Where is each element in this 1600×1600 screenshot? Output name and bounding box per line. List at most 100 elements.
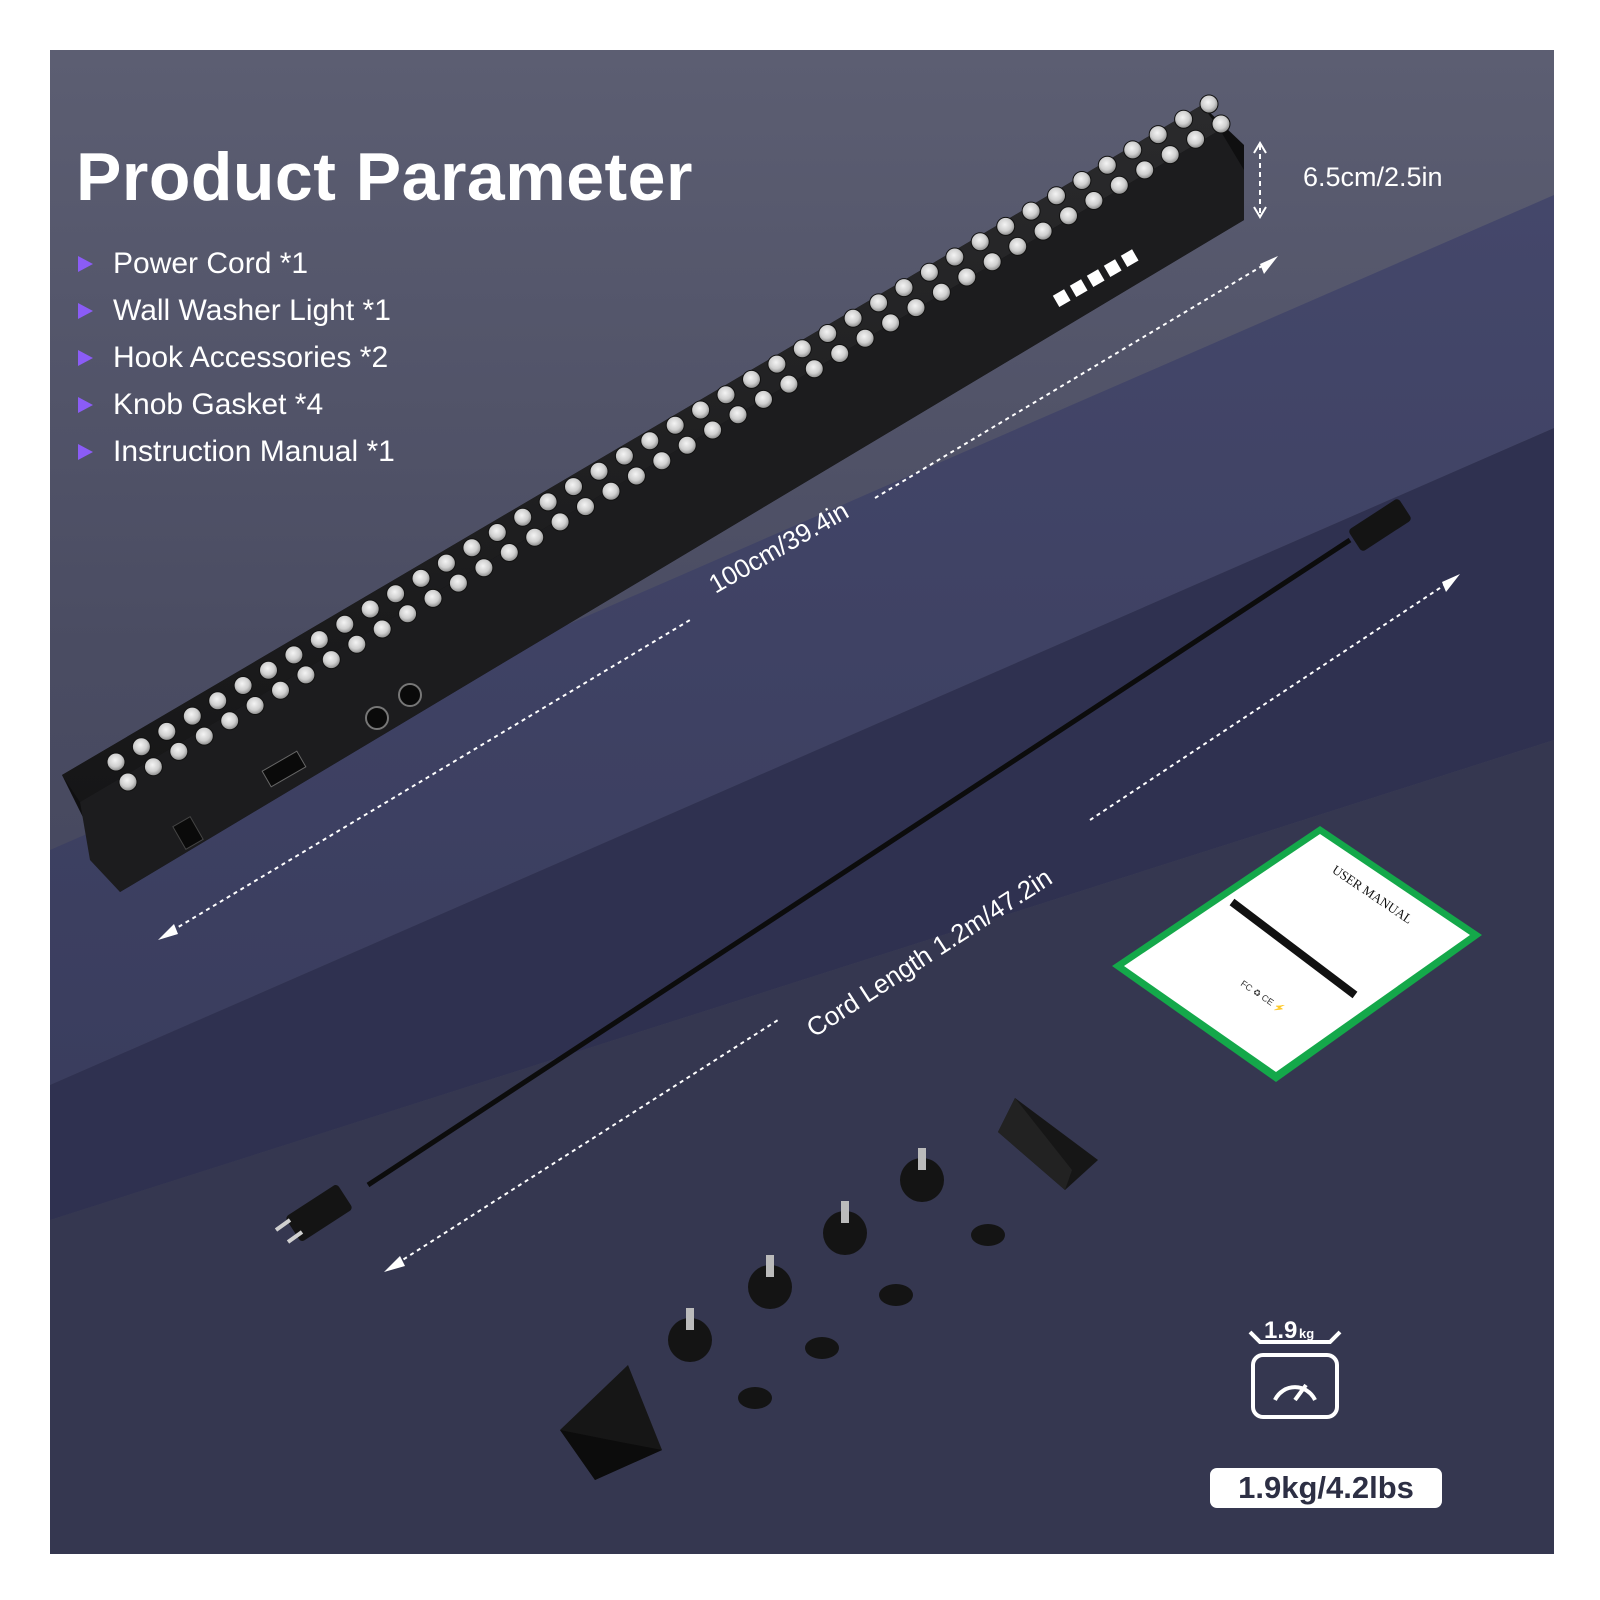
led-bead <box>271 680 290 700</box>
led-bead <box>360 599 380 619</box>
led-bead <box>1021 201 1041 221</box>
led-bead <box>919 262 939 282</box>
knob <box>668 1148 944 1362</box>
shelf-top <box>50 195 1554 1085</box>
list-item: Hook Accessories *2 <box>78 334 395 381</box>
led-bead <box>182 706 202 726</box>
led-bead <box>423 588 443 608</box>
bullet-triangle-icon <box>78 302 93 319</box>
bullet-triangle-icon <box>78 255 93 272</box>
cord-plug-iec <box>1349 499 1411 551</box>
led-bead <box>1084 191 1104 210</box>
cert-labels <box>1052 249 1139 308</box>
led-bead <box>118 772 138 792</box>
cord-plug-us <box>286 1185 352 1241</box>
led-bead <box>1072 171 1092 190</box>
length-dimension <box>158 256 1278 940</box>
led-bead <box>640 431 660 451</box>
product-scene: USER MANUAL FC ♻ CE ⚡ <box>50 94 1554 1554</box>
hook-bracket-right <box>998 1098 1098 1190</box>
led-bead <box>436 553 456 573</box>
led-bead <box>538 492 558 512</box>
led-bead <box>652 451 672 471</box>
list-item: Power Cord *1 <box>78 240 395 287</box>
item-label: Instruction Manual *1 <box>113 434 395 468</box>
led-bead <box>881 313 901 333</box>
hook-bracket-left <box>560 1365 662 1480</box>
led-bead <box>742 369 761 389</box>
weight-label: 1.9kg/4.2lbs <box>1210 1468 1442 1508</box>
led-bead <box>703 420 723 440</box>
led-bead <box>233 676 253 695</box>
led-bead <box>1199 94 1219 114</box>
led-bead <box>564 477 583 497</box>
scale-unit: kg <box>1299 1326 1314 1341</box>
shelf-front <box>50 428 1554 1220</box>
page-title: Product Parameter <box>76 139 693 215</box>
item-label: Knob Gasket *4 <box>113 387 324 421</box>
led-bead <box>462 538 482 558</box>
led-bead <box>1059 206 1078 226</box>
led-bead <box>131 737 151 757</box>
led-bead <box>691 400 711 420</box>
led-bead <box>869 293 889 313</box>
led-bead <box>411 568 431 588</box>
led-bead <box>448 573 468 593</box>
led-bead <box>550 512 570 532</box>
led-bead <box>970 232 990 252</box>
led-bead <box>398 604 418 624</box>
led-bead <box>589 461 609 481</box>
led-bead <box>245 696 265 715</box>
led-bead <box>194 726 214 746</box>
dmx-port-out <box>398 683 422 707</box>
display-panel <box>261 750 307 788</box>
led-bead <box>576 497 595 517</box>
product-image: USER MANUAL FC ♻ CE ⚡ <box>50 50 1554 1554</box>
led-bead <box>1047 186 1066 206</box>
bullet-triangle-icon <box>78 349 93 366</box>
led-bead <box>474 558 494 578</box>
led-bead <box>372 619 392 639</box>
cord-dimension <box>384 574 1460 1272</box>
led-bead <box>906 298 926 318</box>
led-bead <box>677 435 697 455</box>
list-item: Instruction Manual *1 <box>78 428 395 475</box>
led-bead <box>525 527 545 547</box>
list-item: Knob Gasket *4 <box>78 381 395 428</box>
scale-value: 1.9 <box>1264 1317 1297 1344</box>
package-contents-list: Power Cord *1 Wall Washer Light *1 Hook … <box>78 240 395 475</box>
led-bead <box>996 216 1016 236</box>
item-label: Hook Accessories *2 <box>113 340 389 374</box>
led-bead <box>1109 175 1129 195</box>
led-bead <box>982 252 1002 272</box>
gasket <box>738 1224 1005 1409</box>
led-bead <box>157 721 177 741</box>
led-bead <box>767 354 787 374</box>
led-bead <box>1097 155 1117 175</box>
led-bead <box>487 523 507 542</box>
bar-lower-face <box>80 130 1244 892</box>
led-bead <box>106 752 126 772</box>
led-bead <box>894 278 914 298</box>
led-bead <box>208 691 228 711</box>
led-bead <box>1033 221 1053 241</box>
bullet-triangle-icon <box>78 443 93 460</box>
led-bead <box>1148 125 1168 145</box>
led-bead <box>309 630 329 650</box>
power-cord <box>274 499 1411 1244</box>
led-bead <box>347 634 367 654</box>
led-bead <box>386 584 406 604</box>
led-bead <box>321 650 341 670</box>
item-label: Wall Washer Light *1 <box>113 293 391 327</box>
led-bead <box>665 415 685 435</box>
led-bead <box>335 614 355 634</box>
led-bead <box>1135 160 1155 180</box>
led-bead <box>1008 236 1028 256</box>
led-bead <box>728 405 748 425</box>
led-bead <box>499 543 519 562</box>
led-bead <box>1160 145 1180 165</box>
list-item: Wall Washer Light *1 <box>78 287 395 334</box>
led-bead <box>614 446 634 466</box>
led-bead <box>1211 114 1231 134</box>
led-bead <box>143 757 163 777</box>
